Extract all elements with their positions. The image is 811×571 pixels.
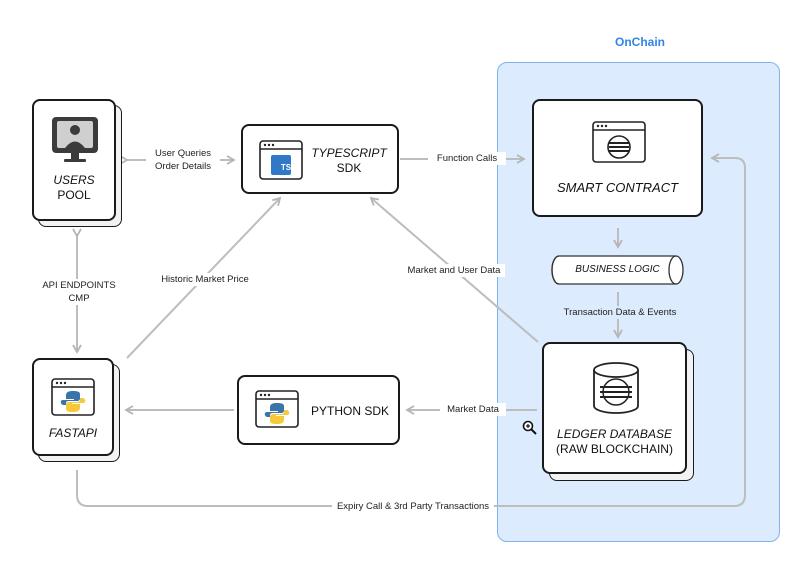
typescript-sdk-line1: TYPESCRIPT [311, 146, 387, 160]
edge-expiry-call [76, 153, 746, 507]
typescript-window-icon [259, 140, 303, 180]
business-logic-node[interactable]: BUSINESS LOGIC [551, 255, 684, 285]
ledger-line2: (RAW BLOCKCHAIN) [556, 442, 673, 456]
fastapi-python-icon [51, 378, 95, 416]
zoom-in-icon[interactable] [522, 420, 538, 436]
typescript-sdk-node[interactable]: TS TYPESCRIPT SDK [241, 124, 399, 194]
label-cmp: CMP [38, 292, 120, 305]
label-user-queries: User Queries [146, 147, 220, 160]
label-market-data: Market Data [440, 403, 506, 416]
business-logic-cylinder [551, 255, 684, 285]
database-icon [593, 362, 639, 414]
label-historic-market-price: Historic Market Price [155, 273, 255, 286]
fastapi-title: FASTAPI [48, 426, 98, 440]
python-sdk-title: PYTHON SDK [310, 404, 389, 418]
label-function-calls: Function Calls [428, 152, 506, 165]
fastapi-node[interactable]: FASTAPI [32, 358, 114, 456]
typescript-badge: TS [280, 163, 292, 172]
users-pool-node[interactable]: USERS POOL [32, 99, 116, 221]
label-expiry-call: Expiry Call & 3rd Party Transactions [332, 500, 494, 513]
onchain-region-title: OnChain [615, 35, 665, 49]
users-pool-line2: POOL [57, 188, 91, 202]
python-sdk-node[interactable]: PYTHON SDK [237, 375, 400, 445]
typescript-sdk-line2: SDK [336, 161, 362, 175]
label-market-user-data: Market and User Data [403, 264, 505, 277]
smart-contract-icon [592, 121, 646, 163]
business-logic-title: BUSINESS LOGIC [575, 264, 660, 275]
smart-contract-node[interactable]: SMART CONTRACT [532, 99, 703, 217]
ledger-line1: LEDGER DATABASE [557, 427, 672, 441]
monitor-user-icon [52, 117, 98, 162]
ledger-database-node[interactable]: LEDGER DATABASE (RAW BLOCKCHAIN) [542, 342, 687, 474]
smart-contract-title: SMART CONTRACT [556, 180, 679, 195]
label-transaction-data: Transaction Data & Events [558, 306, 682, 319]
label-api-endpoints: API ENDPOINTS [38, 279, 120, 292]
python-sdk-icon [255, 390, 299, 428]
users-pool-line1: USERS [53, 173, 95, 187]
label-order-details: Order Details [146, 160, 220, 173]
